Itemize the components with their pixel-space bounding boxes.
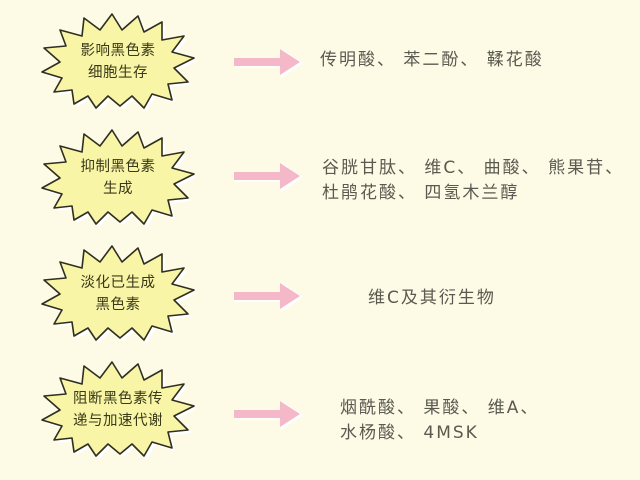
label-line: 影响黑色素 [80,43,156,59]
right-arrow-icon [234,48,303,78]
label-line: 黑色素 [95,297,141,313]
label-line: 生成 [103,181,133,197]
label-line: 细胞生存 [88,65,148,81]
right-arrow-icon [234,400,303,430]
description-line: 传明酸、 苯二酚、 鞣花酸 [320,50,544,70]
description-line: 维C及其衍生物 [368,288,496,308]
right-arrow-icon [234,162,303,192]
starburst-shape-icon [41,13,197,111]
starburst-label: 抑制黑色素 生成 [38,128,198,228]
right-arrow-icon [234,282,303,312]
starburst-label: 影响黑色素 细胞生存 [38,12,198,112]
description-line: 杜鹃花酸、 四氢木兰醇 [322,183,520,203]
starburst-label: 淡化已生成 黑色素 [38,244,198,344]
starburst-label: 阻断黑色素传 递与加速代谢 [38,360,198,460]
description-line: 水杨酸、 4MSK [340,423,479,443]
label-line: 递与加速代谢 [73,413,163,429]
starburst-shape-icon [41,129,197,227]
label-line: 阻断黑色素传 [73,391,163,407]
description-line: 谷胱甘肽、 维C、 曲酸、 熊果苷、 [322,158,625,178]
label-line: 抑制黑色素 [80,159,156,175]
starburst-shape-icon [41,245,197,343]
description-line: 烟酰酸、 果酸、 维A、 [340,398,540,418]
starburst-shape-icon [41,361,197,459]
label-line: 淡化已生成 [80,275,156,291]
